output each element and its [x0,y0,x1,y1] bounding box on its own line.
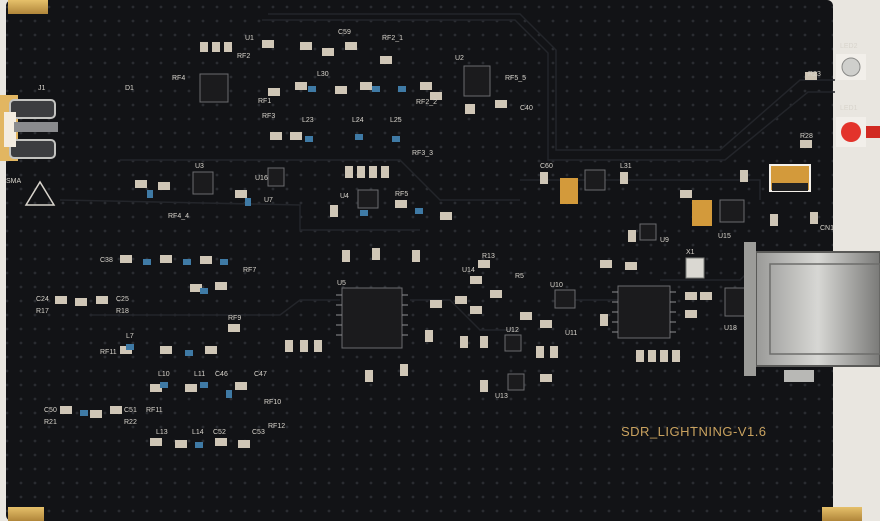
label-u12: U12 [506,327,519,334]
label-u4: U4 [340,193,349,200]
label-r23: R23 [808,71,821,78]
label-rf1: RF1 [258,98,271,105]
label-u15: U15 [718,233,731,240]
label-u11: U11 [565,330,577,337]
label-led1: LED1 [840,105,858,112]
label-x1: X1 [686,249,695,256]
label-u1: U1 [245,35,254,42]
label-rf5-5: RF5_5 [505,75,526,82]
label-c59: C59 [338,29,351,36]
label-rf11-a: RF11 [100,349,117,356]
label-l30: L30 [317,71,329,78]
label-rf2-1: RF2_1 [382,35,403,42]
label-l14: L14 [192,429,204,436]
tantalum-cap-3-band [772,183,808,191]
tantalum-cap-2 [692,200,712,226]
label-l25: L25 [390,117,402,124]
label-c38: C38 [100,257,113,264]
label-u9: U9 [660,237,669,244]
label-rf9: RF9 [228,315,241,322]
label-c50: C50 [44,407,57,414]
label-cn1: CN1 [820,225,834,232]
label-d1: D1 [125,85,134,92]
silkscreen-labels: J1 SMA D1 RF4 RF2 RF1 RF3 RF2_1 RF2_2 RF… [6,29,858,436]
label-r28: R28 [800,133,813,140]
label-rf7: RF7 [243,267,256,274]
ic-leads [336,291,676,336]
label-l31: L31 [620,163,632,170]
label-rf2-2: RF2_2 [416,99,437,106]
label-c60: C60 [540,163,553,170]
label-rf3-3: RF3_3 [412,150,433,157]
trace-outlines [59,13,835,331]
label-c46: C46 [215,371,228,378]
label-rf3: RF3 [262,113,275,120]
label-r21: R21 [44,419,57,426]
label-u13: U13 [495,393,508,400]
label-j1: J1 [38,85,46,92]
label-sma: SMA [6,178,22,185]
label-r17: R17 [36,308,49,315]
board-label: SDR_LIGHTNING-V1.6 [621,424,767,439]
label-u5: U5 [337,280,346,287]
led2 [836,54,866,80]
label-l10: L10 [158,371,170,378]
label-c51: C51 [124,407,137,414]
label-c47: C47 [254,371,267,378]
label-l7: L7 [126,333,134,340]
corner-pad-tl [8,0,48,14]
label-c24: C24 [36,296,49,303]
label-rf2: RF2 [237,53,250,60]
passives [55,40,818,448]
label-rf11: RF11 [146,407,163,414]
label-c52: C52 [213,429,226,436]
label-u2: U2 [455,55,464,62]
label-rf4: RF4 [172,75,185,82]
label-r22: R22 [124,419,137,426]
crystal-x1 [685,257,705,279]
label-l11: L11 [194,371,205,378]
label-c40: C40 [520,105,533,112]
label-rf5: RF5 [395,191,408,198]
label-l13: L13 [156,429,168,436]
label-l23: L23 [302,117,314,124]
tantalum-cap-1 [560,178,578,204]
label-u10: U10 [550,282,563,289]
label-r5: R5 [515,273,524,280]
label-u18: U18 [724,325,737,332]
label-rf10: RF10 [264,399,281,406]
label-u16: U16 [255,175,268,182]
label-led2: LED2 [840,43,858,50]
label-r18: R18 [116,308,129,315]
label-u3: U3 [195,163,204,170]
corner-pad-tr [836,0,880,22]
label-rf4-4: RF4_4 [168,213,189,220]
corner-pad-bl [8,507,44,521]
label-r13: R13 [482,253,495,260]
sma-connector [0,95,58,161]
label-l24: L24 [352,117,364,124]
label-rf12: RF12 [268,423,285,430]
label-c53: C53 [252,429,265,436]
label-u14: U14 [462,267,475,274]
label-c25: C25 [116,296,129,303]
led1 [836,117,880,147]
corner-pad-br [822,507,862,521]
esd-warning-icon [24,180,56,206]
label-u7: U7 [264,197,273,204]
usb-connector [744,242,880,382]
